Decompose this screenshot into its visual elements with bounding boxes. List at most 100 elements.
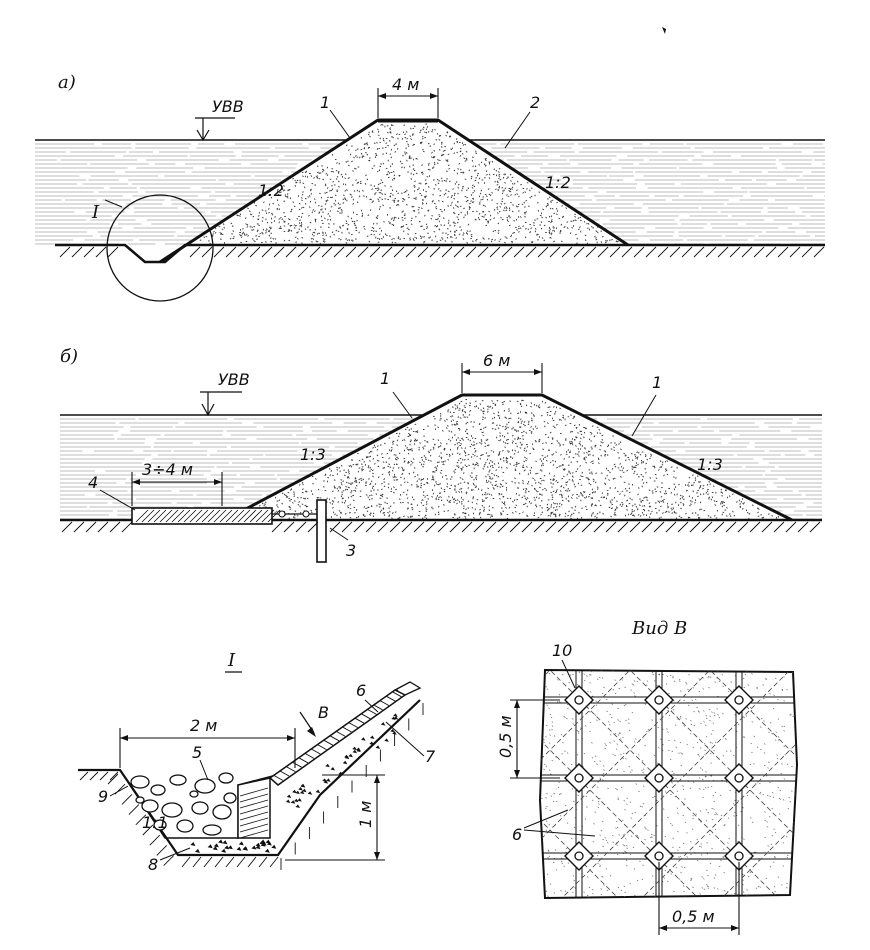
detail-i: I 2 м 1 м В 1:1 5 6	[78, 650, 436, 874]
grid-node-hole	[574, 851, 584, 861]
view-b-callout-6-leader-1	[523, 809, 569, 829]
stone	[135, 796, 145, 804]
view-b-hdim-lines	[658, 862, 740, 935]
filter-grain	[326, 778, 331, 782]
detail-i-callout-5: 5	[192, 743, 202, 762]
view-b-callout-10-leader	[561, 659, 576, 689]
detail-i-slab-hatch	[273, 691, 402, 781]
filter-grain	[338, 771, 343, 776]
detail-i-callout-8: 8	[148, 855, 158, 874]
filter-grain	[294, 798, 299, 803]
filter-grain	[392, 731, 397, 735]
filter-grain	[384, 738, 389, 742]
gravel-grain	[221, 848, 227, 853]
stone	[169, 774, 187, 786]
figure-b-crest-dim-lines	[461, 363, 543, 393]
filter-grain	[298, 787, 303, 791]
filter-grain	[302, 788, 307, 793]
filter-grain	[325, 763, 330, 768]
view-b-title: Вид В	[631, 618, 687, 639]
view-b-vdim-lines	[510, 699, 560, 779]
gravel-grain	[271, 844, 277, 849]
filter-grain	[370, 735, 375, 739]
figure-b-apron-dim-lines	[131, 472, 223, 506]
detail-hatch-strokes	[79, 703, 424, 870]
stone	[161, 802, 183, 818]
slab-hatch-strokes	[273, 691, 402, 781]
detail-i-gravel-base	[190, 839, 277, 853]
detail-i-slope: 1:1	[142, 813, 168, 832]
filter-grain	[290, 800, 296, 804]
figure-a-detail-leader	[104, 199, 123, 208]
figure-b-fill-dots	[238, 399, 780, 520]
figure-a-detail-mark: I	[91, 202, 100, 223]
figure-a-slope-left: 1:2	[258, 181, 284, 200]
figure-a-callout-1-leader	[329, 109, 351, 139]
grid-node-hole	[734, 851, 744, 861]
figure-a-callout-2-leader	[504, 111, 531, 149]
filter-grain	[344, 754, 349, 759]
detail-i-callout-8-leader	[159, 847, 191, 861]
filter-grain	[322, 778, 327, 782]
filter-grain	[393, 716, 399, 720]
gravel-grain	[242, 846, 248, 851]
grid-node-hole	[654, 773, 664, 783]
detail-i-callout-9-leader	[109, 785, 129, 797]
figure-a-ground-line	[55, 243, 825, 264]
grid-node-hole	[734, 695, 744, 705]
sand-stipple	[238, 399, 780, 520]
figure-b-callout-4-leader	[99, 489, 136, 511]
view-b-nodes	[564, 685, 754, 871]
detail-i-callout-7-leader	[385, 721, 425, 757]
detail-i-ground-hatch	[79, 703, 424, 870]
stone	[194, 778, 216, 794]
figure-b-callout-4: 4	[88, 473, 98, 492]
apron-hatch-strokes	[135, 509, 281, 523]
stone	[141, 799, 159, 813]
view-b-callout-6: 6	[512, 825, 522, 844]
detail-i-callout-9: 9	[98, 787, 108, 806]
figure-b-panel-label: б)	[60, 346, 78, 367]
view-b-spacing-vertical: 0,5 м	[496, 715, 515, 758]
figure-b-callout-1-left: 1	[380, 369, 390, 388]
figure-a-dam-outline	[159, 118, 629, 264]
figure-b-dam-outline	[224, 393, 793, 522]
gravel-grain	[190, 842, 196, 846]
detail-i-trench-profile	[78, 699, 421, 857]
stone	[218, 772, 234, 784]
figure-b-crest-dim-arrows	[462, 369, 542, 375]
figure-a-fill-dots	[199, 123, 619, 245]
detail-i-width: 2 м	[190, 716, 217, 735]
filter-grain	[299, 790, 305, 795]
gravel-grain	[236, 846, 242, 851]
filter-grain	[295, 804, 300, 808]
gravel-grain	[260, 842, 266, 847]
filter-grain	[356, 747, 361, 751]
stone	[150, 784, 166, 796]
filter-grain	[348, 753, 353, 758]
figure-a-dam-body	[185, 120, 628, 245]
gravel-grain	[212, 846, 218, 851]
figure-a-slope-right: 1:2	[545, 173, 571, 192]
figure-b-ground-hatch	[61, 521, 821, 533]
gravel-grain	[227, 845, 233, 850]
figure-b-water-level-marker	[200, 391, 242, 417]
detail-i-callout-6-leader	[364, 699, 379, 713]
view-b-callout-6-leader-2	[523, 829, 596, 837]
figure-b-rod-joint-1	[278, 510, 286, 518]
detail-i-depth-dim-lines	[285, 774, 385, 861]
gravel-grain	[213, 843, 219, 848]
detail-i-title: I	[227, 650, 236, 671]
grid-node-hole	[734, 773, 744, 783]
filter-grain	[292, 789, 297, 794]
filter-grain	[307, 791, 313, 795]
view-b-hdim-arrows	[659, 925, 739, 931]
stone	[153, 819, 167, 831]
detail-i-depth: 1 м	[356, 801, 375, 828]
grid-node-hole	[654, 695, 664, 705]
detail-i-stone-fill	[130, 772, 237, 836]
filter-grain	[361, 737, 366, 741]
figure-b-callout-1-right-leader	[631, 394, 657, 437]
figure-b-callout-3-leader	[329, 527, 349, 541]
